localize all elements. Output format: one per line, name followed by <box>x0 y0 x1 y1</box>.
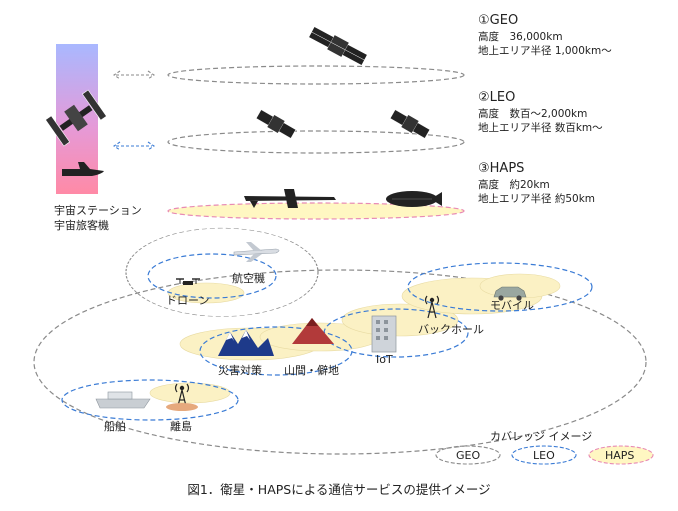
mobile-car-icon <box>493 286 527 301</box>
geo-ground-coverage <box>33 269 647 455</box>
air-geo-coverage <box>125 227 319 317</box>
disaster-label: 災害対策 <box>218 363 262 377</box>
iot-building-icon <box>371 315 397 353</box>
leo-title: ②LEO <box>478 90 515 105</box>
drone-label: ドローン <box>166 294 209 307</box>
island-label: 離島 <box>170 419 192 433</box>
arrow-to-leo <box>113 141 155 151</box>
legend-geo-label: GEO <box>456 449 480 462</box>
figure-caption: 図1．衛星・HAPSによる通信サービスの提供イメージ <box>187 482 490 497</box>
geo-orbit <box>167 65 465 85</box>
island-land <box>166 403 198 411</box>
drone-icon <box>176 278 200 285</box>
iot-label: IoT <box>376 353 393 366</box>
mobile-label: モバイル <box>490 299 534 312</box>
space-station-label: 宇宙ステーション <box>54 203 142 217</box>
backhaul-label: バックホール <box>418 323 484 336</box>
legend-haps-swatch <box>588 445 654 465</box>
space-passenger-label: 宇宙旅客機 <box>54 218 109 232</box>
disaster-mountain-icon <box>218 330 274 356</box>
leo-satellite-icon <box>255 109 297 139</box>
legend-geo-swatch <box>435 445 501 465</box>
geo-title: ①GEO <box>478 13 518 28</box>
geo-radius: 地上エリア半径 1,000km～ <box>478 44 612 57</box>
space-station-icon <box>45 89 107 147</box>
leo-radius: 地上エリア半径 数百km～ <box>478 121 603 134</box>
haps-title: ③HAPS <box>478 161 524 176</box>
legend-title: カバレッジ イメージ <box>490 430 592 443</box>
leo-altitude: 高度 数百～2,000km <box>478 107 587 120</box>
ship-icon <box>95 391 151 409</box>
legend-leo-swatch <box>511 445 577 465</box>
legend-haps-label: HAPS <box>605 449 634 462</box>
mountain-label: 山間・僻地 <box>284 363 339 377</box>
legend-leo-label: LEO <box>533 449 555 462</box>
spaceplane-icon <box>62 162 104 176</box>
airliner-icon <box>233 242 280 262</box>
leo-coverage-sea <box>61 379 239 421</box>
haps-altitude: 高度 約20km <box>478 178 550 191</box>
leo-orbit <box>167 130 465 154</box>
haps-airship-icon <box>386 191 442 207</box>
backhaul-antenna-icon <box>424 295 440 319</box>
mountain-icon <box>292 318 334 344</box>
leo-coverage-disaster <box>199 326 353 376</box>
haps-aircraft-icon <box>244 189 336 208</box>
geo-altitude: 高度 36,000km <box>478 30 563 43</box>
ship-label: 船舶 <box>104 419 126 433</box>
geo-satellite-icon <box>308 26 368 66</box>
haps-radius: 地上エリア半径 約50km <box>478 192 595 205</box>
leo-coverage-air <box>147 253 277 299</box>
leo-coverage-mobile <box>407 262 593 312</box>
leo-satellite-icon <box>389 109 431 139</box>
aircraft-label: 航空機 <box>232 271 265 285</box>
haps-band <box>167 202 465 220</box>
island-antenna-icon <box>174 383 190 407</box>
arrow-to-geo <box>113 70 155 80</box>
